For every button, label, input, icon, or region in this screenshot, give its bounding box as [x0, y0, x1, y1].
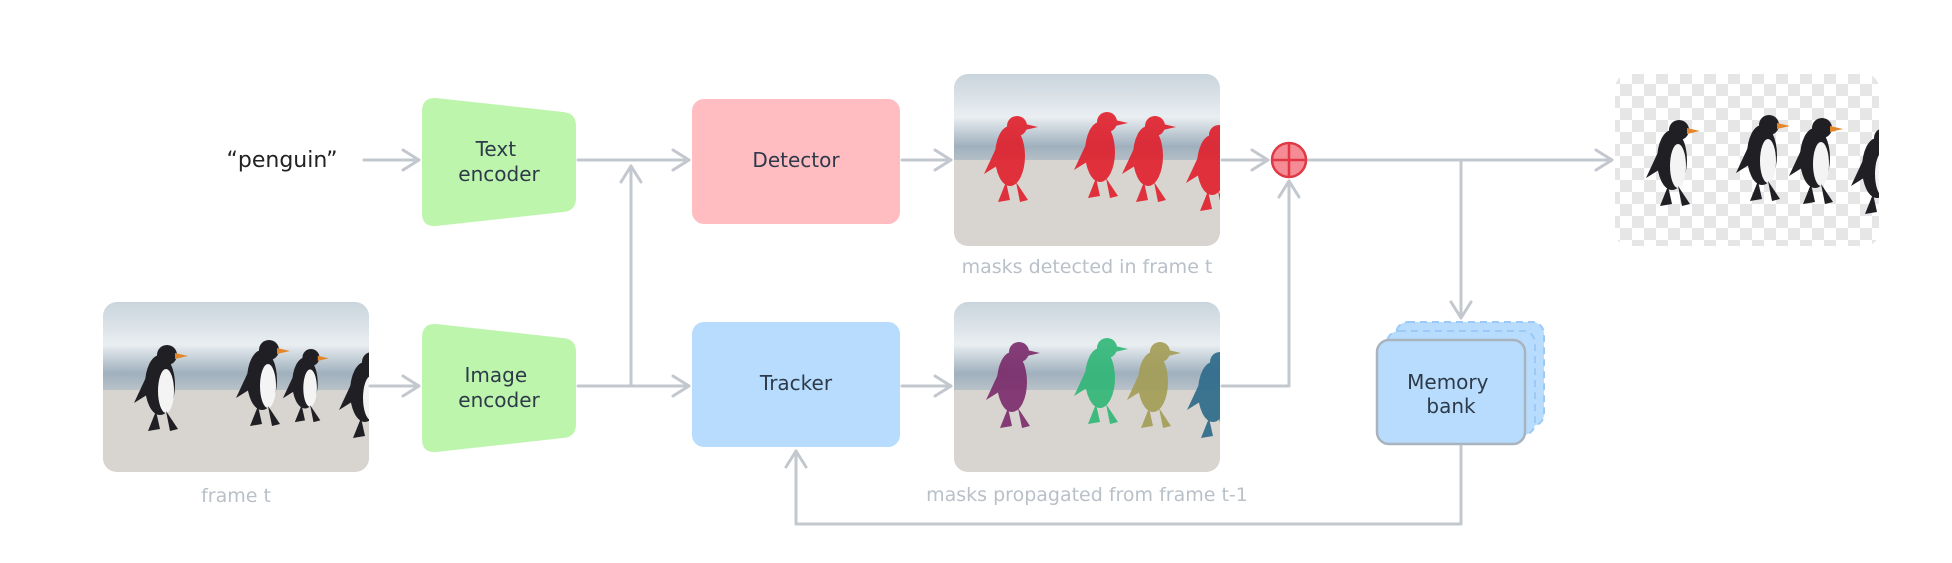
image-encoder-box: [422, 323, 576, 453]
text-encoder-label: Text encoder: [458, 137, 540, 186]
connections: [362, 148, 1614, 526]
tracker-box: [692, 322, 900, 447]
memory-bank-stack: [1375, 321, 1545, 446]
arrow-memory-bank-to-tracker: [784, 444, 1463, 526]
memory-bank-label: Memory bank: [1407, 370, 1495, 418]
prompt-text: “penguin”: [227, 148, 338, 173]
arrow-propagated-to-combine: [1220, 179, 1301, 388]
combine-plus-icon: [1270, 141, 1308, 179]
text-encoder-box: [422, 97, 576, 227]
input-frame-image: [103, 302, 369, 472]
detector-label: Detector: [752, 148, 840, 172]
detected-masks-image: [954, 74, 1220, 246]
propagated-masks-image: [954, 302, 1220, 472]
memory-bank-box: [1375, 338, 1527, 446]
output-masked-image: [1615, 74, 1879, 246]
tracker-label: Tracker: [759, 371, 833, 395]
propagated-caption: masks propagated from frame t-1: [926, 484, 1248, 506]
detector-box: [692, 99, 900, 224]
image-encoder-label: Image encoder: [458, 363, 540, 412]
frame-caption: frame t: [201, 485, 271, 507]
detected-caption: masks detected in frame t: [962, 256, 1213, 278]
